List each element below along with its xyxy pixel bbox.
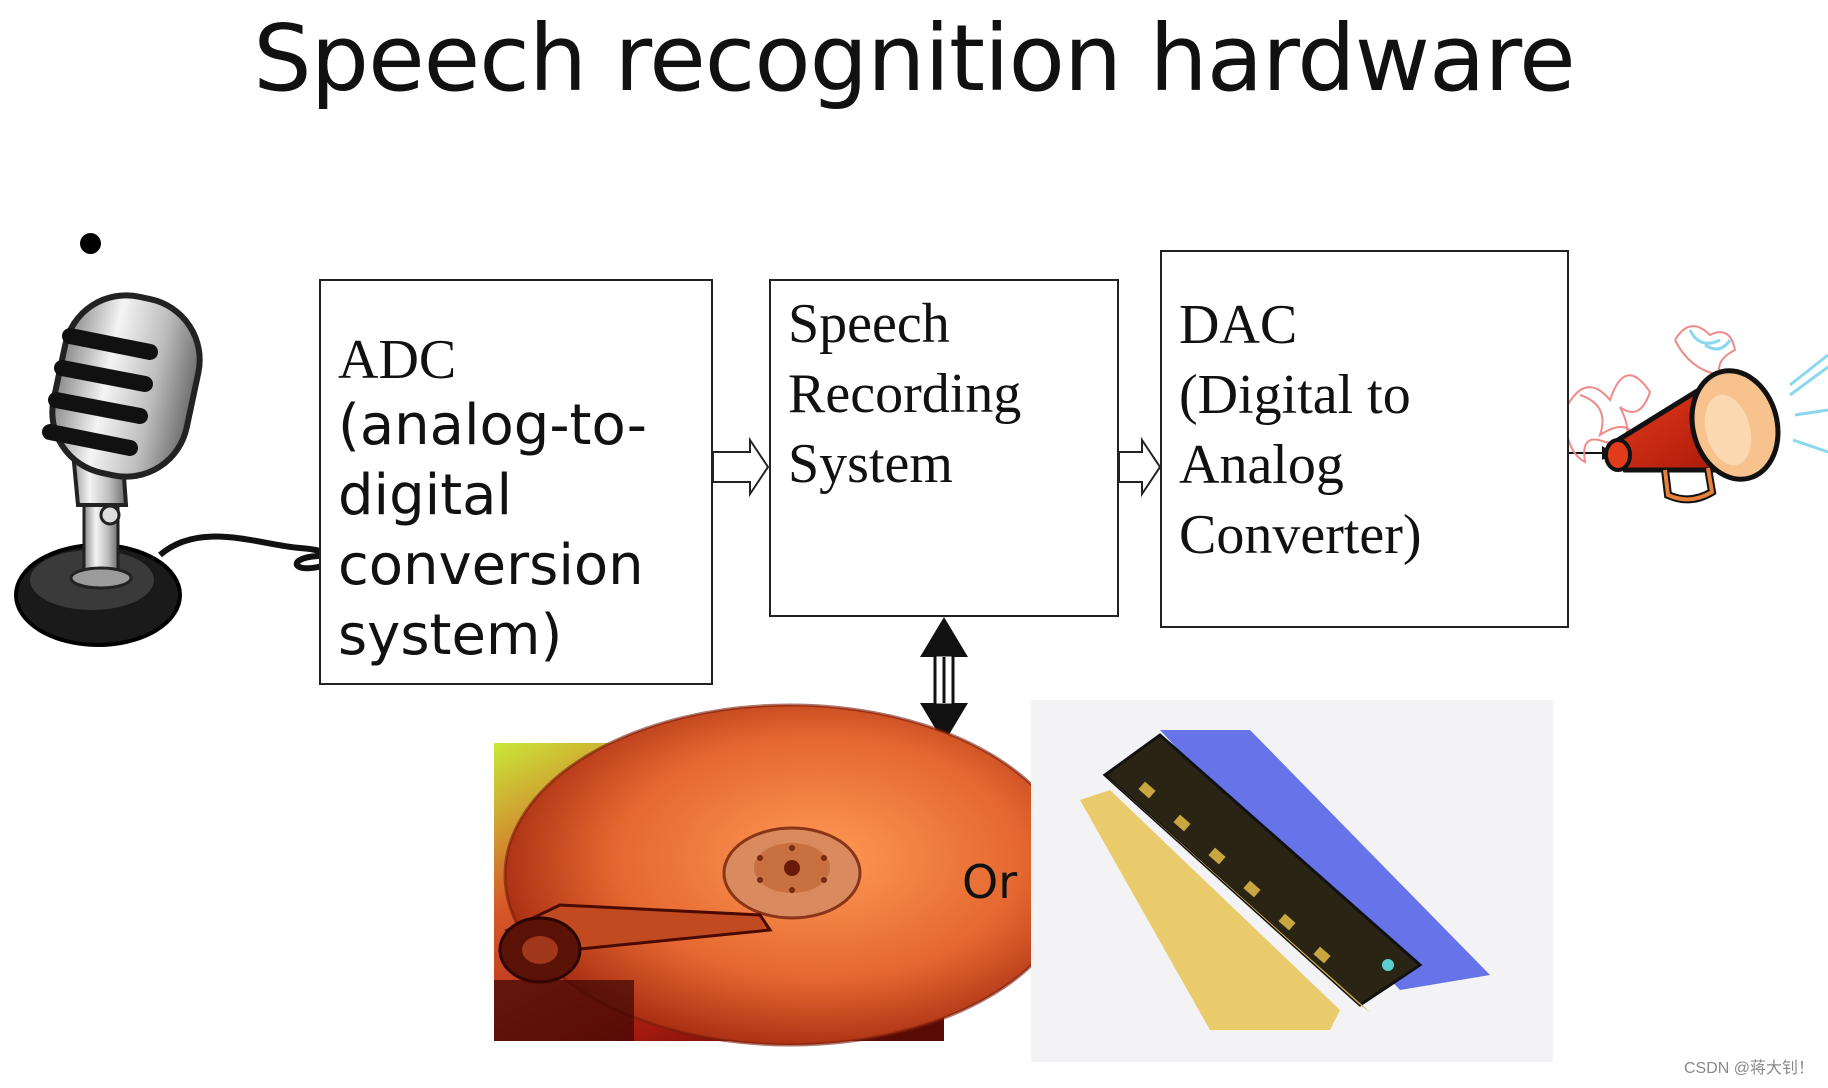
adc-description: (analog-to- digital conversion system) xyxy=(338,393,648,668)
bidirectional-arrow xyxy=(920,617,968,743)
watermark: CSDN @蒋大钊！ xyxy=(1683,1060,1814,1077)
dac-box: DAC (Digital to Analog Converter) xyxy=(1160,250,1569,628)
bullet-point xyxy=(80,233,101,254)
microphone-icon xyxy=(14,292,335,647)
hard-disk-photo xyxy=(494,703,1077,1047)
page-title: Speech recognition hardware xyxy=(253,5,1575,112)
memory-module-photo xyxy=(1031,700,1553,1062)
speech-recording-system-box: Speech Recording System xyxy=(769,279,1119,617)
speech-recording-label: Speech Recording System xyxy=(788,293,1022,495)
dac-label: DAC (Digital to Analog Converter) xyxy=(1179,294,1422,566)
adc-box: ADC (analog-to- digital conversion syste… xyxy=(319,279,713,685)
arrow-adc-to-srs xyxy=(712,436,770,498)
adc-label: ADC xyxy=(338,329,457,391)
or-label: Or xyxy=(962,855,1018,909)
megaphone-icon xyxy=(1564,325,1828,504)
arrow-srs-to-dac xyxy=(1118,436,1162,498)
